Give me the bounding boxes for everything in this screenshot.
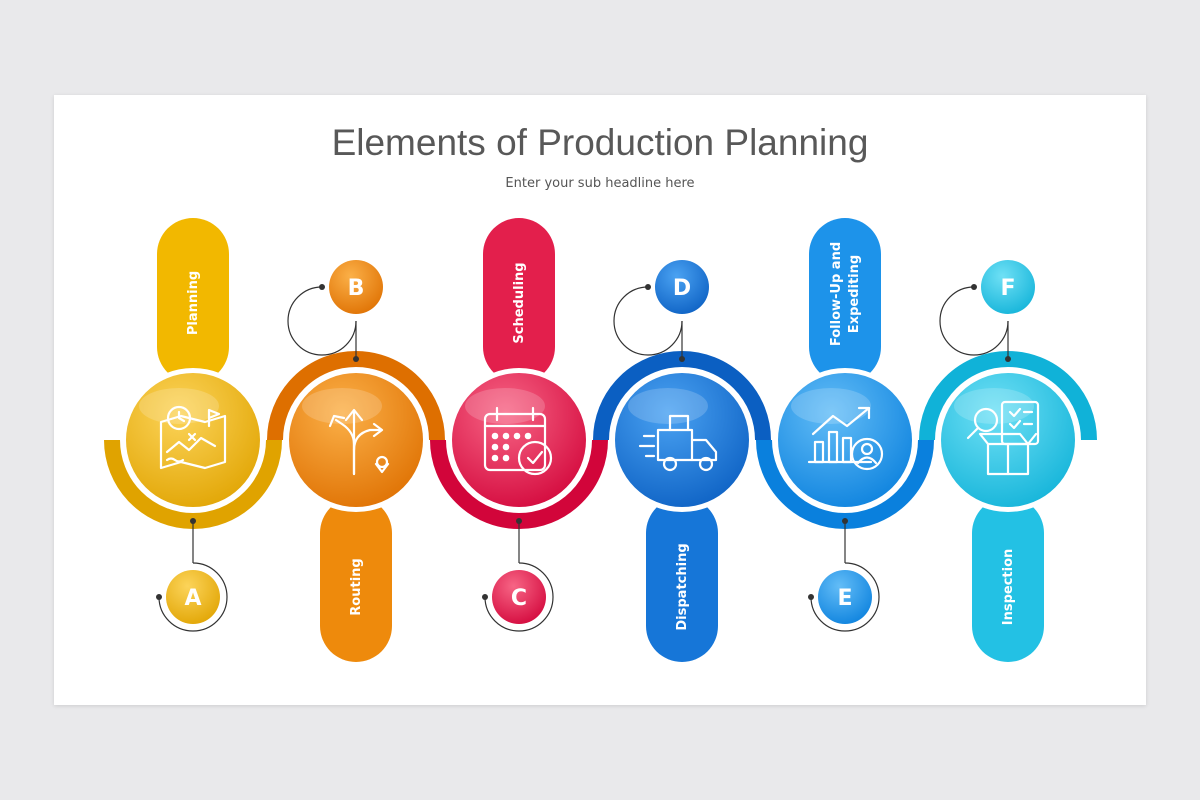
step-circle-planning — [121, 368, 265, 512]
step-circle-follow-up-and-expediting — [773, 368, 917, 512]
page-subtitle: Enter your sub headline here — [505, 176, 695, 191]
step-label-line: Dispatching — [675, 543, 690, 630]
step-badge-e: E — [808, 518, 880, 632]
growth-chart-icon — [807, 406, 884, 471]
step-label-scheduling: Scheduling — [512, 262, 527, 343]
step-circle-dispatching — [610, 368, 754, 512]
step-letter: A — [184, 586, 201, 611]
step-letter: D — [673, 276, 691, 301]
step-pill-dispatching: Dispatching — [646, 497, 718, 662]
step-label-line: Expediting — [847, 255, 862, 333]
step-circle-routing — [284, 368, 428, 512]
step-label-inspection: Inspection — [1001, 549, 1016, 626]
step-badge-f: F — [939, 260, 1035, 362]
calendar-clock-icon — [483, 406, 553, 476]
step-label-line: Inspection — [1001, 549, 1016, 626]
step-badge-c: C — [482, 518, 554, 632]
inspection-box-icon — [966, 400, 1040, 476]
routing-arrows-icon — [328, 408, 390, 476]
page-title: Elements of Production Planning — [331, 122, 869, 163]
step-badge-d: D — [613, 260, 709, 362]
step-pill-planning: Planning — [157, 218, 229, 383]
step-letter: C — [511, 586, 527, 611]
step-label-line: Follow-Up and — [829, 242, 844, 346]
step-label-dispatching: Dispatching — [675, 543, 690, 630]
delivery-truck-icon — [638, 414, 718, 472]
step-badge-a: A — [156, 518, 228, 632]
step-pill-inspection: Inspection — [972, 497, 1044, 662]
step-label-routing: Routing — [349, 558, 364, 615]
step-label-line: Routing — [349, 558, 364, 615]
step-circle-inspection — [936, 368, 1080, 512]
step-pill-routing: Routing — [320, 497, 392, 662]
step-label-line: Planning — [186, 271, 201, 335]
step-letter: B — [348, 276, 365, 301]
step-label-line: Scheduling — [512, 262, 527, 343]
step-letter: E — [837, 586, 852, 611]
step-label-planning: Planning — [186, 271, 201, 335]
step-pill-scheduling: Scheduling — [483, 218, 555, 383]
step-badge-b: B — [287, 260, 383, 362]
step-circle-scheduling — [447, 368, 591, 512]
planning-map-icon — [159, 405, 227, 470]
step-letter: F — [1000, 276, 1015, 301]
